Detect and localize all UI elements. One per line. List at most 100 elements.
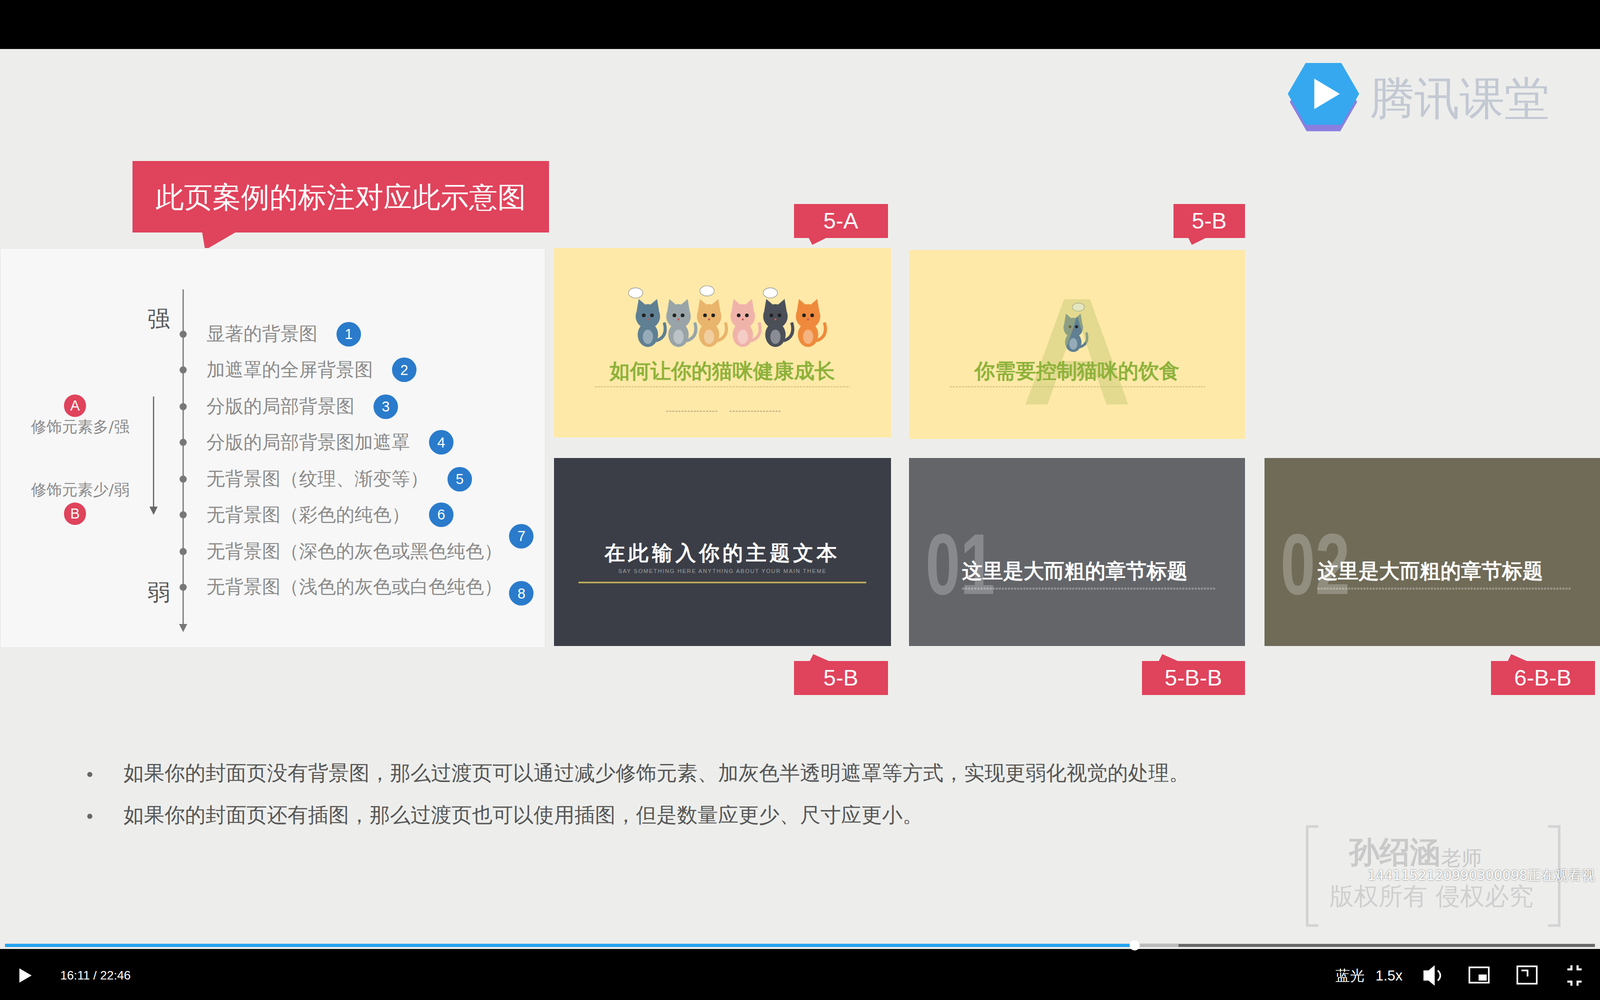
scale-item: 无背景图（彩色的纯色） [206,504,410,526]
cat-illustration [635,299,665,347]
cat-nose [677,318,680,321]
cat-ear [797,299,806,311]
axis-label: 修饰元素少/弱 [31,481,129,500]
scale-dot [179,475,187,483]
speech-bubble [763,287,778,298]
fine-print [595,386,850,387]
speed-button: 1.5x [1375,967,1403,984]
cat-ear [777,299,787,311]
progress-track [5,944,1595,947]
scale-item: 无背景图（纹理、渐变等） [206,468,429,490]
logo-hex [1288,63,1360,125]
cover-thumbnail: 如何让你的猫咪健康成长 [554,248,891,438]
case-tag: 5-B-B [1142,661,1245,695]
tag-tail [1188,236,1209,245]
cat-belly [704,329,714,344]
slide-subtitle: SAY SOMETHING HERE ANYTHING ABOUT YOUR M… [618,568,827,575]
callout-number-text: 1 [345,325,353,343]
tag-text: 5-B-B [1164,664,1222,692]
scale-dot [179,366,187,374]
progress-knob [1129,940,1140,951]
scale-end-label: 弱 [147,579,170,606]
window-icon [1517,966,1537,984]
cat-eye [711,313,715,317]
watermark: 老师 [1441,846,1482,871]
cat-nose [647,318,649,321]
cover-thumbnail: 在此输入你的主题文本 SAY SOMETHING HERE ANYTHING AB… [554,458,891,646]
chapter-thumbnail: 01这里是大而粗的章节标题 [909,458,1245,646]
cat-illustration [666,299,696,347]
banner-tail [202,231,237,250]
fine-print [962,587,1215,590]
scale-item: 无背景图（深色的灰色或黑色纯色） [206,540,503,563]
callout-number: 2 [392,357,417,382]
volume-icon [1438,970,1441,981]
watermark-bracket [1307,826,1318,926]
chapter-title: 这里是大而粗的章节标题 [962,559,1188,584]
scale-dot [179,583,187,591]
chapter-title: 这里是大而粗的章节标题 [1317,559,1543,584]
fine-print [666,410,718,412]
top-bar [0,0,1600,49]
group-marker-text: B [70,505,80,522]
tag-text: 5-B [823,664,859,692]
cat-nose [742,318,744,321]
transition-thumbnail: A你需要控制猫咪的饮食 [909,250,1245,439]
watermark: 孙绍涵 [1349,833,1441,870]
banner-box: 此页案例的标注对应此示意图 [132,161,549,233]
cat-belly [738,329,748,344]
bullet-note: 如果你的封面页还有插图，那么过渡页也可以使用插图，但是数量应更少、尺寸应更小。 [123,803,923,828]
axis-arrow-head [149,506,158,515]
cat-ear [667,299,677,311]
speech-bubble [700,285,715,296]
cat-ear [698,299,707,311]
group-marker: B [64,502,87,525]
case-tag: 5-B [794,661,888,695]
volume-icon [1423,965,1435,986]
brand-name: 腾讯课堂 [1369,72,1550,126]
callout-number-text: 7 [517,527,526,545]
group-marker: A [64,394,87,417]
tag-text: 6-B-B [1514,664,1572,692]
cat-ear [731,299,741,311]
cat-illustration [730,299,760,347]
pip-icon [1478,974,1487,981]
logo-play [1314,78,1340,109]
bullet-dot [87,814,92,819]
scale-dot [179,511,187,518]
cat-eye [802,313,806,317]
callout-number-text: 6 [437,506,446,523]
cat-eye [745,313,749,317]
scale-axis [182,289,184,626]
scale-item: 显著的背景图 [206,323,318,345]
callout-number-text: 2 [400,361,409,379]
scale-item: 加遮罩的全屏背景图 [206,359,373,381]
cat-eye [810,313,814,317]
callout-number: 1 [336,322,361,347]
cat-illustration [697,299,727,347]
speech-bubble [628,287,643,298]
callout-number: 3 [373,394,398,419]
case-tag: 5-B [1173,204,1245,238]
slide-title: 在此输入你的主题文本 [604,541,840,566]
play-icon [19,968,32,983]
cat-belly [803,329,813,344]
callout-number: 6 [429,502,454,527]
cat-ear [650,299,659,311]
callout-number: 8 [509,581,534,606]
cat-eye [681,313,685,317]
cat-belly [673,329,684,344]
cat-nose [774,318,777,321]
exit-fullscreen-icon [1567,965,1582,986]
callout-number: 7 [509,524,534,549]
cat-ear [810,299,819,311]
banner-title: 此页案例的标注对应此示意图 [155,180,526,215]
case-tag: 6-B-B [1491,661,1595,695]
callout-number: 5 [447,467,472,492]
axis-label: 修饰元素多/强 [31,418,129,437]
viewer-id: 1441152120990300098正在观看视 [1367,867,1596,884]
callout-number-text: 4 [437,434,446,451]
cat-eye [672,313,676,317]
pip-icon [1469,967,1489,983]
